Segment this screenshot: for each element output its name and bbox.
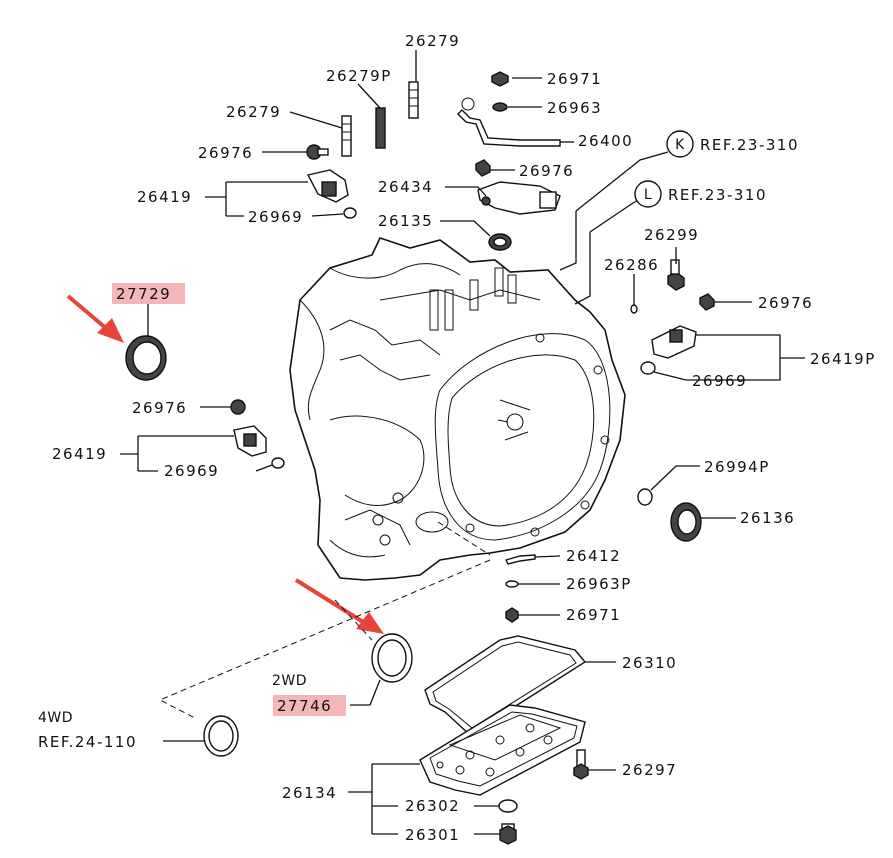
bolt-26976-a xyxy=(306,144,329,160)
bolt-26976-d xyxy=(230,399,246,415)
label-26419-d: 26419 xyxy=(52,445,107,463)
oring-26969-a xyxy=(343,207,357,219)
nut-26971-b xyxy=(505,607,519,623)
label-26963p: 26963P xyxy=(566,575,632,593)
label-2wd: 2WD xyxy=(272,673,307,689)
drain-plug-26301 xyxy=(499,823,517,845)
label-26976-b: 26976 xyxy=(519,162,574,180)
svg-text:L: L xyxy=(644,187,652,203)
bolt-26976-c xyxy=(699,293,715,311)
label-26301: 26301 xyxy=(405,826,460,844)
label-ref-k: REF.23-310 xyxy=(700,136,799,154)
dash-4wd-line xyxy=(158,559,491,719)
stud-26279-top xyxy=(408,81,419,119)
bracket-26400 xyxy=(457,97,561,147)
label-26279-left: 26279 xyxy=(226,103,281,121)
label-26971-b: 26971 xyxy=(566,606,621,624)
label-26135: 26135 xyxy=(378,212,433,230)
label-26400: 26400 xyxy=(578,132,633,150)
label-ref-l: REF.23-310 xyxy=(668,186,767,204)
oil-seal-ref24 xyxy=(203,715,239,757)
label-26310: 26310 xyxy=(622,654,677,672)
nut-26971-top xyxy=(491,71,509,87)
label-26279-top: 26279 xyxy=(405,32,460,50)
dipstick-26412 xyxy=(504,554,536,565)
bolt-26297 xyxy=(573,749,589,780)
oring-26969-d xyxy=(271,457,285,469)
gasket-26302 xyxy=(498,799,518,813)
highlight-27746 xyxy=(273,695,346,716)
svg-text:K: K xyxy=(675,137,685,153)
label-26976-d: 26976 xyxy=(132,399,187,417)
red-arrow-lower xyxy=(294,578,384,634)
label-ref-24-110: REF.24-110 xyxy=(38,733,137,751)
bolt-26976-b xyxy=(475,159,491,177)
label-26134: 26134 xyxy=(282,784,337,802)
highlight-27729 xyxy=(112,283,185,304)
ref-circle-l: L xyxy=(634,180,662,208)
oil-seal-27729 xyxy=(125,335,167,381)
label-26419-a: 26419 xyxy=(137,188,192,206)
sensor-26419-a xyxy=(306,169,349,203)
solenoid-26434 xyxy=(477,181,561,215)
label-26969-c: 26969 xyxy=(692,372,747,390)
oil-pan-26134 xyxy=(419,704,586,796)
ref-circle-k: K xyxy=(666,130,694,158)
label-27729: 27729 xyxy=(116,285,171,303)
label-4wd: 4WD xyxy=(38,710,73,726)
oring-26994p xyxy=(637,488,653,506)
seal-26135 xyxy=(488,233,512,251)
sensor-26419p xyxy=(651,325,697,359)
label-26969-d: 26969 xyxy=(164,462,219,480)
washer-26963p xyxy=(505,580,519,588)
label-26136: 26136 xyxy=(740,509,795,527)
label-26976-a: 26976 xyxy=(198,144,253,162)
stud-26279p xyxy=(375,107,386,149)
label-26286: 26286 xyxy=(604,256,659,274)
label-26299: 26299 xyxy=(644,226,699,244)
label-27746: 27746 xyxy=(277,697,332,715)
oil-seal-27746 xyxy=(371,633,413,683)
washer-26963 xyxy=(492,102,508,112)
oil-seal-26136 xyxy=(670,502,702,542)
fitting-26299 xyxy=(667,259,685,291)
label-26302: 26302 xyxy=(405,797,460,815)
label-26279p: 26279P xyxy=(326,67,392,85)
label-26969-a: 26969 xyxy=(248,208,303,226)
dash-2wd-line xyxy=(437,521,491,556)
label-26976-c: 26976 xyxy=(758,294,813,312)
sensor-26419-d xyxy=(233,425,267,457)
oring-26286 xyxy=(630,304,638,314)
dash-2wd-seal xyxy=(334,599,373,641)
label-26412: 26412 xyxy=(566,547,621,565)
label-26994p: 26994P xyxy=(704,458,770,476)
label-26297: 26297 xyxy=(622,761,677,779)
red-arrow-upper xyxy=(66,294,124,343)
label-26419p: 26419P xyxy=(810,350,876,368)
label-26434: 26434 xyxy=(378,178,433,196)
oring-26969-c xyxy=(640,361,656,375)
label-26963: 26963 xyxy=(547,99,602,117)
stud-26279-left xyxy=(341,115,352,157)
label-26971-top: 26971 xyxy=(547,70,602,88)
transaxle-case xyxy=(289,237,626,581)
